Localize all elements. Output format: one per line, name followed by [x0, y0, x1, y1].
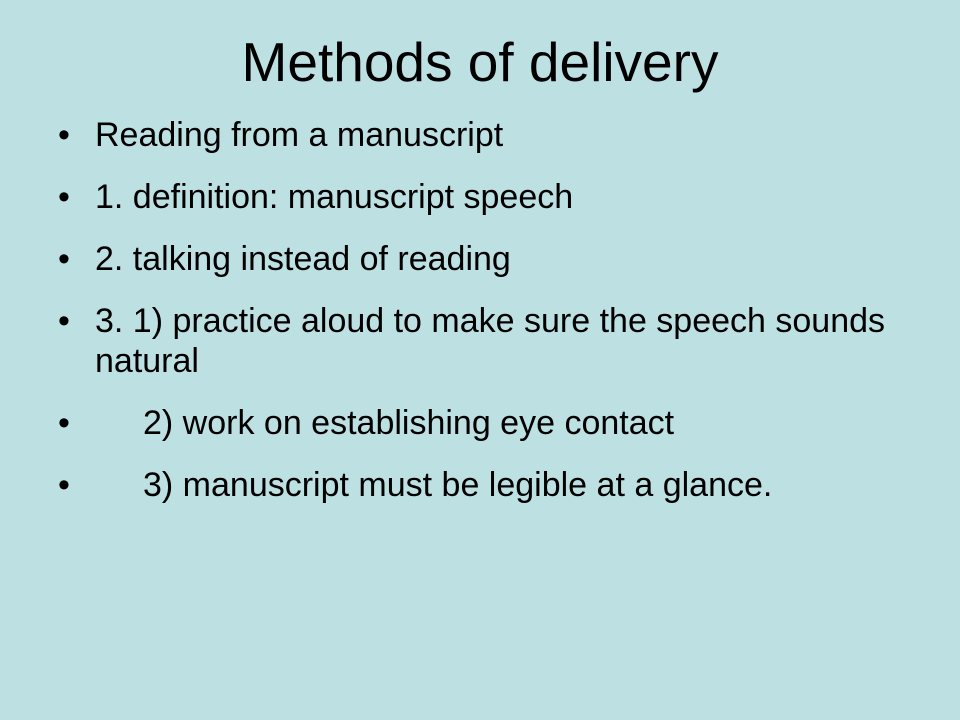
- bullet-item: • 3. 1) practice aloud to make sure the …: [58, 301, 918, 381]
- bullet-icon: •: [58, 404, 70, 442]
- bullet-item: • 1. definition: manuscript speech: [58, 177, 918, 217]
- bullet-item: • 3) manuscript must be legible at a gla…: [58, 465, 918, 505]
- bullet-text: 3) manuscript must be legible at a glanc…: [143, 466, 773, 504]
- bullet-text: 2) work on establishing eye contact: [143, 404, 675, 442]
- bullet-text: 1. definition: manuscript speech: [95, 178, 574, 216]
- bullet-icon: •: [58, 178, 70, 216]
- slide-title: Methods of delivery: [241, 31, 719, 93]
- bullet-icon: •: [58, 466, 70, 504]
- bullet-text: 2. talking instead of reading: [95, 240, 511, 278]
- bullet-text: 3. 1) practice aloud to make sure the sp…: [95, 302, 886, 380]
- bullet-item: • 2. talking instead of reading: [58, 239, 918, 279]
- bullet-item: • 2) work on establishing eye contact: [58, 403, 918, 443]
- bullet-icon: •: [58, 116, 70, 154]
- bullet-text: Reading from a manuscript: [95, 116, 504, 154]
- bullet-item: • Reading from a manuscript: [58, 115, 918, 155]
- bullet-icon: •: [58, 240, 70, 278]
- bullet-icon: •: [58, 302, 70, 340]
- bullet-list: • Reading from a manuscript • 1. definit…: [58, 115, 918, 527]
